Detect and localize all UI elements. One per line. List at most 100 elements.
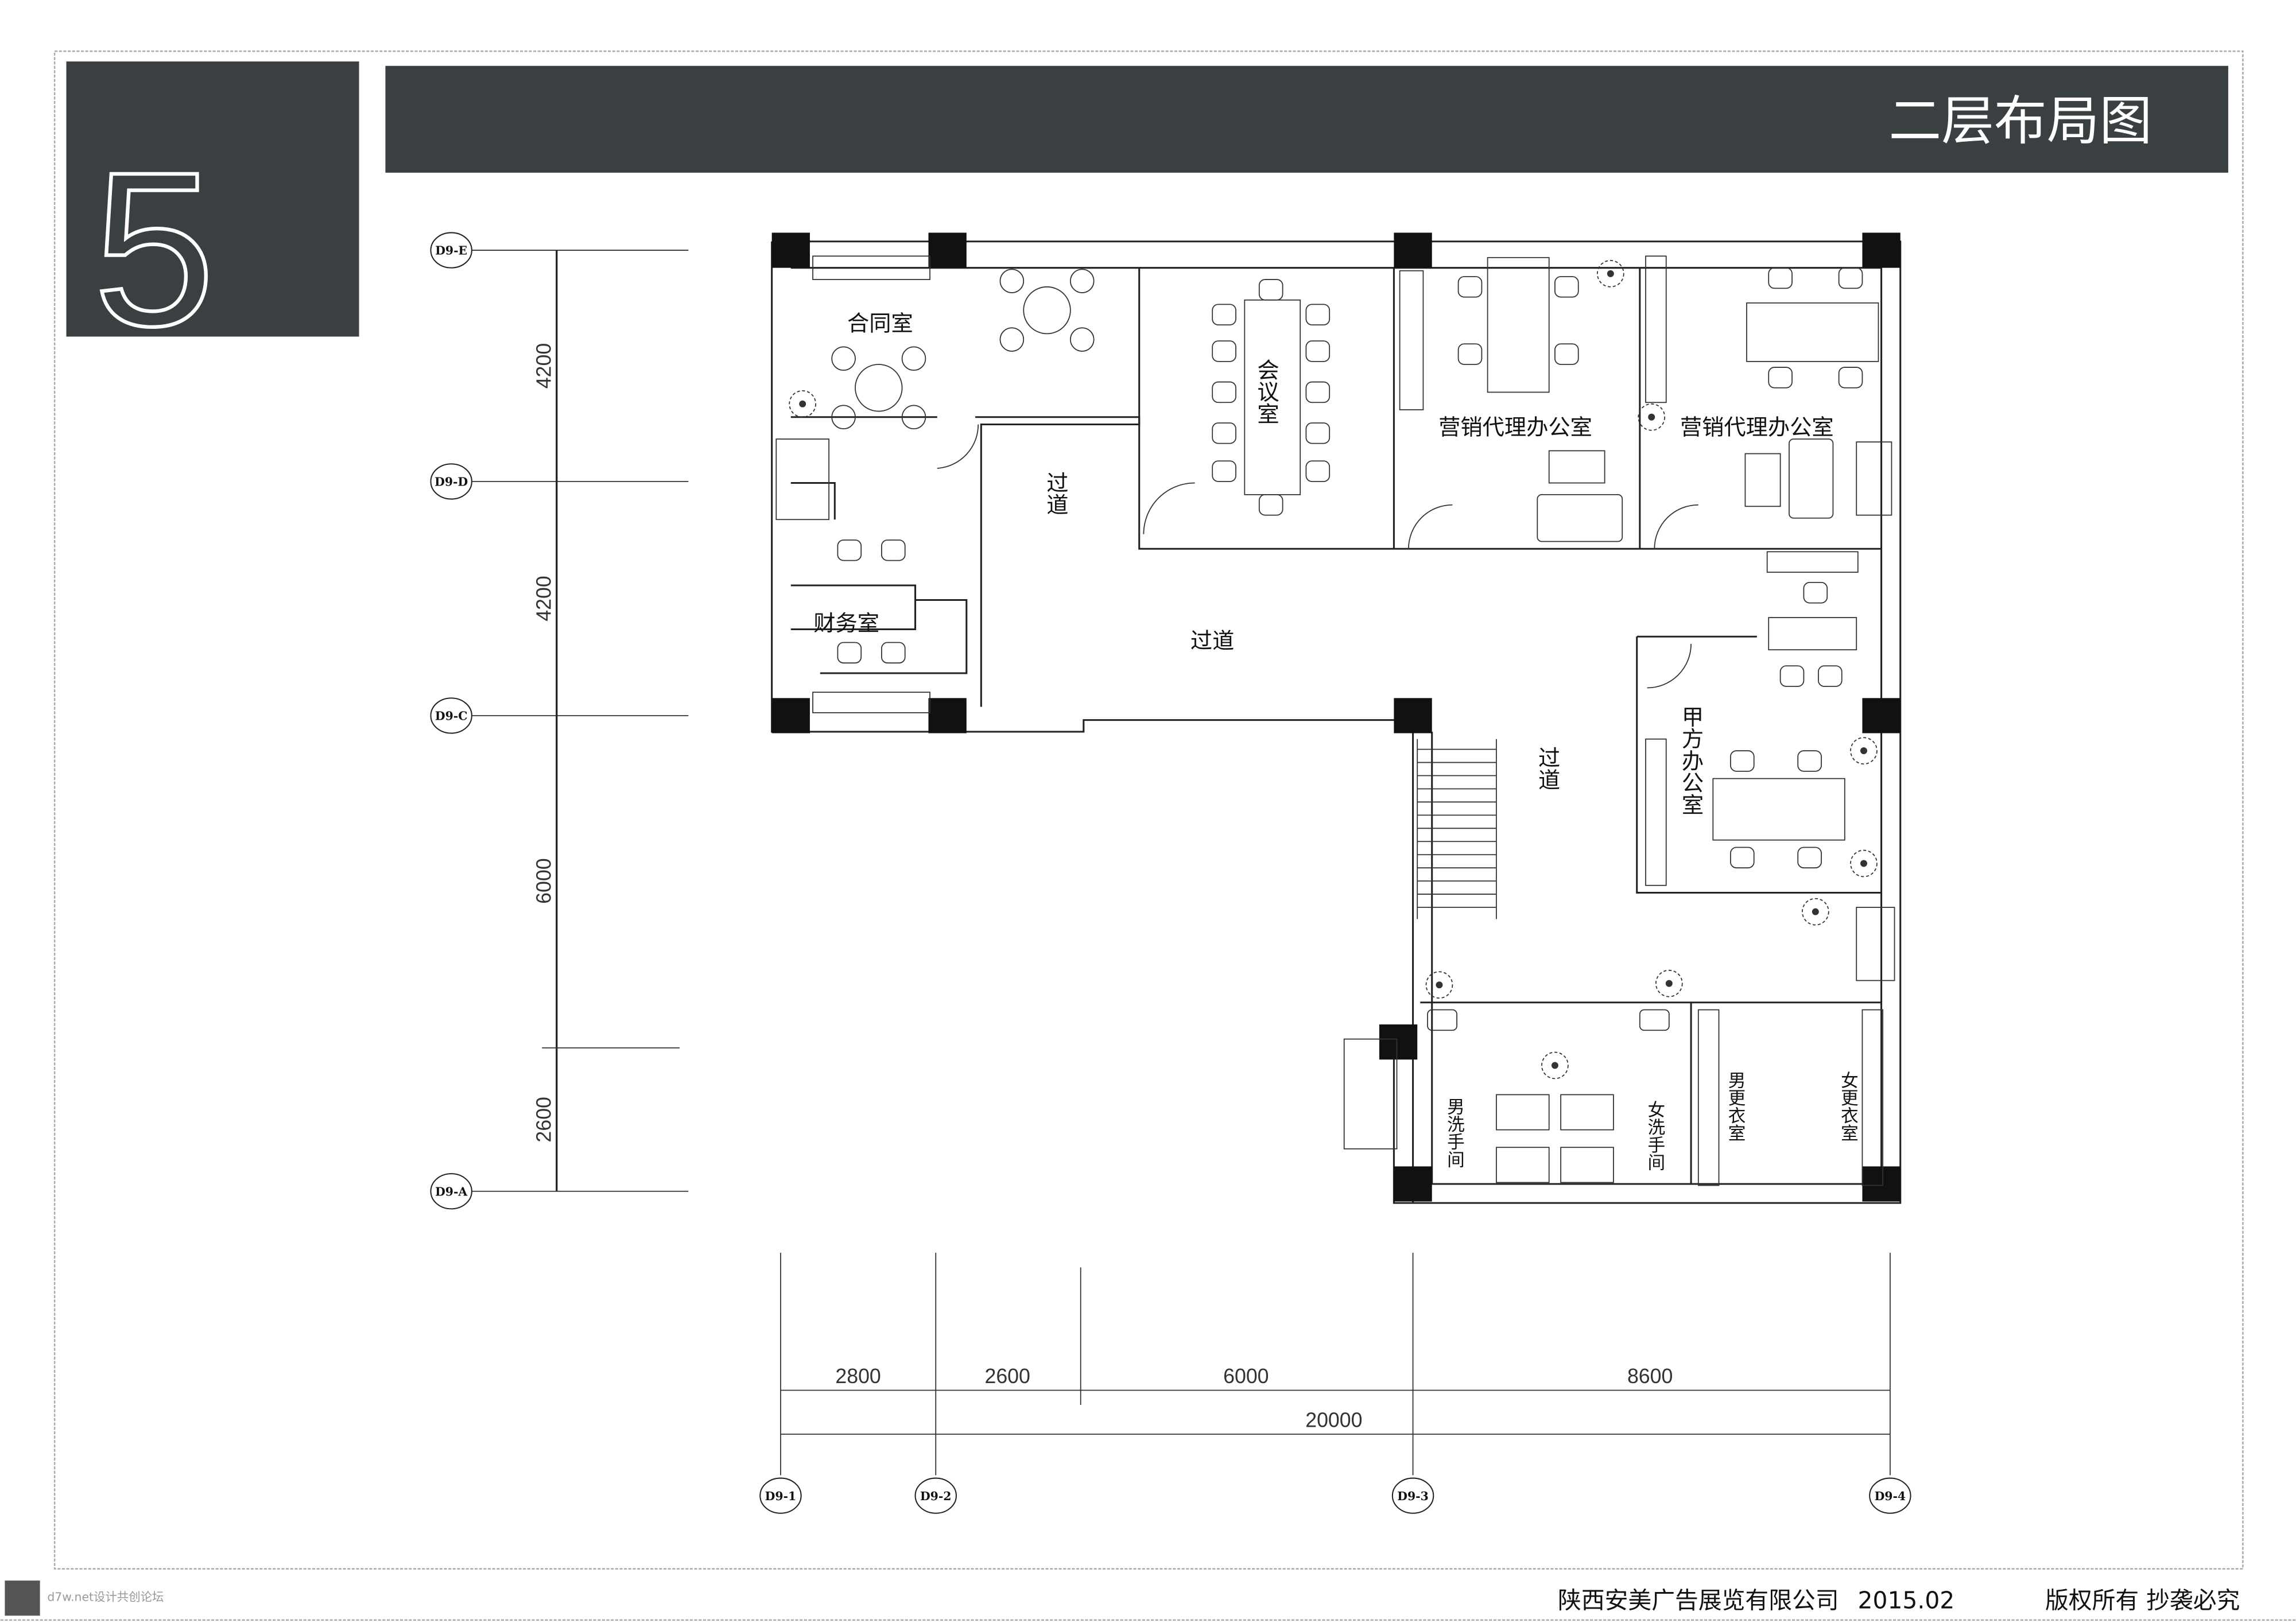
chair-icon	[1212, 340, 1236, 362]
fireplace-unit	[1856, 441, 1892, 516]
chair-icon	[1554, 276, 1579, 298]
room-label-sales-2: 营销代理办公室	[1680, 414, 1834, 440]
staircase	[1417, 748, 1496, 908]
chair-icon	[1768, 267, 1793, 289]
room-label-corridor-3: 过道	[1535, 747, 1561, 791]
axis-label: D9-2	[920, 1489, 952, 1503]
structural-column	[1394, 232, 1432, 268]
room-label-contract: 合同室	[847, 310, 913, 336]
chair-icon	[1305, 460, 1331, 482]
chair-icon	[1838, 267, 1863, 289]
plant-icon	[1425, 971, 1453, 999]
cabinet	[812, 692, 930, 713]
cabinet	[1766, 551, 1859, 573]
axis-bubble	[430, 1173, 472, 1210]
chair-icon	[831, 346, 856, 371]
dim-horizontal-2: 2600	[984, 1365, 1030, 1388]
room-label-finance: 财务室	[813, 611, 879, 636]
chair-icon	[1797, 750, 1822, 772]
dim-total: 20000	[1305, 1408, 1362, 1431]
dim-horizontal-1: 2800	[835, 1365, 881, 1388]
chair-icon	[1730, 847, 1755, 869]
sofa-icon	[1789, 438, 1834, 519]
chair-icon	[901, 405, 926, 430]
footer-company: 陕西安美广告展览有限公司	[1558, 1586, 1839, 1614]
footer-rights: 版权所有 抄袭必究	[2045, 1586, 2240, 1614]
axis-label: D9-3	[1397, 1489, 1429, 1503]
axis-bubble	[430, 463, 472, 500]
fireplace-unit	[1343, 1038, 1398, 1150]
plant-icon	[1801, 898, 1829, 926]
room-label-men-wc: 男洗手间	[1444, 1098, 1464, 1168]
page-number-box	[66, 61, 359, 337]
desk	[1244, 299, 1301, 495]
watermark: d7w.net设计共创论坛	[5, 1581, 164, 1616]
dim-vertical-4: 2600	[533, 1097, 556, 1142]
plant-icon	[1850, 849, 1878, 877]
cabinet	[1399, 270, 1424, 410]
qr-code-icon	[5, 1581, 40, 1616]
plant-icon	[1648, 413, 1655, 421]
axis-label: D9-D	[435, 475, 468, 489]
tv-cabinet	[1744, 453, 1781, 507]
page-number: 5	[93, 127, 215, 372]
desk	[1746, 302, 1879, 362]
chair-icon	[1258, 494, 1283, 516]
axis-label: D9-C	[435, 709, 468, 723]
structural-column	[1394, 1166, 1432, 1202]
chair-icon	[1779, 665, 1805, 687]
chair-icon	[1457, 343, 1483, 365]
chair-icon	[881, 539, 906, 561]
chair-icon	[1305, 422, 1331, 444]
chair-icon	[1305, 381, 1331, 403]
axis-label: D9-1	[765, 1489, 797, 1503]
door-swing	[1143, 482, 1195, 534]
structural-column	[1394, 698, 1432, 733]
fireplace-unit	[775, 438, 829, 521]
desk	[1487, 257, 1550, 393]
structural-column	[928, 698, 967, 733]
dim-horizontal-3: 6000	[1223, 1365, 1269, 1388]
door-swing	[1408, 504, 1453, 549]
structural-column	[1862, 698, 1901, 733]
chair-icon	[1768, 367, 1793, 389]
axis-bubble	[1391, 1477, 1434, 1514]
plant-icon	[1596, 260, 1624, 288]
room-label-women-wc: 女洗手间	[1645, 1101, 1665, 1171]
chair-icon	[1069, 269, 1095, 293]
structural-column	[771, 698, 810, 733]
cabinet	[1645, 255, 1667, 403]
plant-icon	[1607, 270, 1614, 277]
round-table	[855, 364, 903, 412]
structural-column	[1862, 1166, 1901, 1202]
chair-icon	[1457, 276, 1483, 298]
chair-icon	[1818, 665, 1843, 687]
title-bar	[385, 65, 2228, 173]
door-swing	[1647, 644, 1692, 689]
axis-label: D9-E	[435, 244, 467, 258]
room-label-meeting: 会议室	[1254, 359, 1279, 425]
chair-icon	[999, 269, 1025, 293]
page-title: 二层布局图	[1888, 90, 2152, 152]
axis-label: D9-A	[435, 1185, 468, 1198]
chair-icon	[999, 327, 1025, 352]
chair-icon	[1212, 460, 1236, 482]
toilet-stall	[1560, 1147, 1614, 1183]
dim-vertical-1: 4200	[533, 343, 556, 389]
chair-icon	[1797, 847, 1822, 869]
cabinet	[1697, 1009, 1720, 1186]
desk	[1712, 778, 1845, 841]
sink-icon	[1639, 1009, 1670, 1031]
chair-icon	[1803, 582, 1828, 604]
room-label-corridor-1: 过道	[1043, 471, 1069, 515]
round-table	[1023, 286, 1071, 335]
plant-icon	[1551, 1062, 1558, 1069]
chair-icon	[831, 405, 856, 430]
fireplace-unit	[1856, 907, 1895, 981]
dim-vertical-3: 6000	[533, 858, 556, 903]
room-label-sales-1: 营销代理办公室	[1438, 414, 1592, 440]
sink-icon	[1427, 1009, 1457, 1031]
structural-column	[928, 232, 967, 268]
room-label-corridor-2: 过道	[1190, 628, 1235, 654]
axis-bubble	[430, 232, 472, 269]
